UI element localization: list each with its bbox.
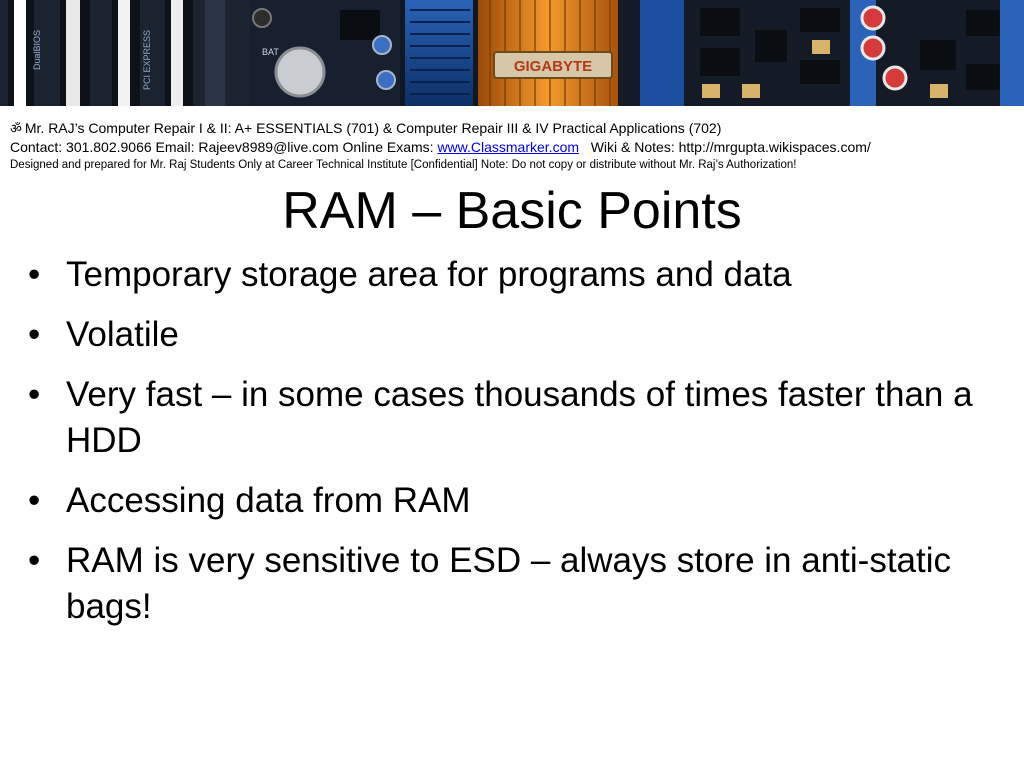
contact-line: Contact: 301.802.9066 Email: Rajeev8989@… (10, 139, 871, 155)
gigabyte-logo-plate (493, 51, 613, 79)
classmarker-link[interactable]: www.Classmarker.com (437, 139, 580, 155)
bullet-item: • Very fast – in some cases thousands of … (28, 372, 988, 464)
gigabyte-logo: GIGABYTE (514, 58, 592, 75)
bullet-item: • Volatile (28, 312, 988, 358)
bullet-text: Very fast – in some cases thousands of t… (66, 375, 973, 460)
bullet-dot-icon: • (28, 255, 41, 294)
banner-text-bat: BAT (262, 47, 279, 57)
course-title-text: Mr. RAJ’s Computer Repair I & II: A+ ESS… (24, 120, 722, 136)
bullet-list: • Temporary storage area for programs and… (28, 252, 988, 644)
confidential-notice: Designed and prepared for Mr. Raj Studen… (10, 159, 797, 171)
contact-text: Contact: 301.802.9066 Email: Rajeev8989@… (10, 139, 438, 155)
slide-title: RAM – Basic Points (282, 182, 742, 240)
bullet-text: Temporary storage area for programs and … (66, 255, 792, 294)
bullet-dot-icon: • (28, 315, 41, 354)
bullet-dot-icon: • (28, 541, 41, 580)
pci-slots-graphic (8, 0, 225, 106)
banner-text-dualbios: DualBIOS (32, 30, 42, 70)
bullet-text: Volatile (66, 315, 179, 354)
bullet-text: Accessing data from RAM (66, 481, 471, 520)
bullet-text: RAM is very sensitive to ESD – always st… (66, 541, 952, 626)
bullet-dot-icon: • (28, 481, 41, 520)
bullet-item: • Temporary storage area for programs and… (28, 252, 988, 298)
om-symbol-icon: ॐ (10, 122, 22, 137)
bullet-item: • RAM is very sensitive to ESD – always s… (28, 538, 988, 630)
motherboard-banner-image: DualBIOS PCI EXPRESS BAT GIGABYTE (0, 0, 1024, 106)
wiki-notes-text: Wiki & Notes: http://mrgupta.wikispaces.… (579, 139, 871, 155)
cmos-battery-graphic (274, 46, 326, 98)
banner-text-pci-express: PCI EXPRESS (142, 30, 152, 90)
bullet-item: • Accessing data from RAM (28, 478, 988, 524)
bullet-dot-icon: • (28, 375, 41, 414)
